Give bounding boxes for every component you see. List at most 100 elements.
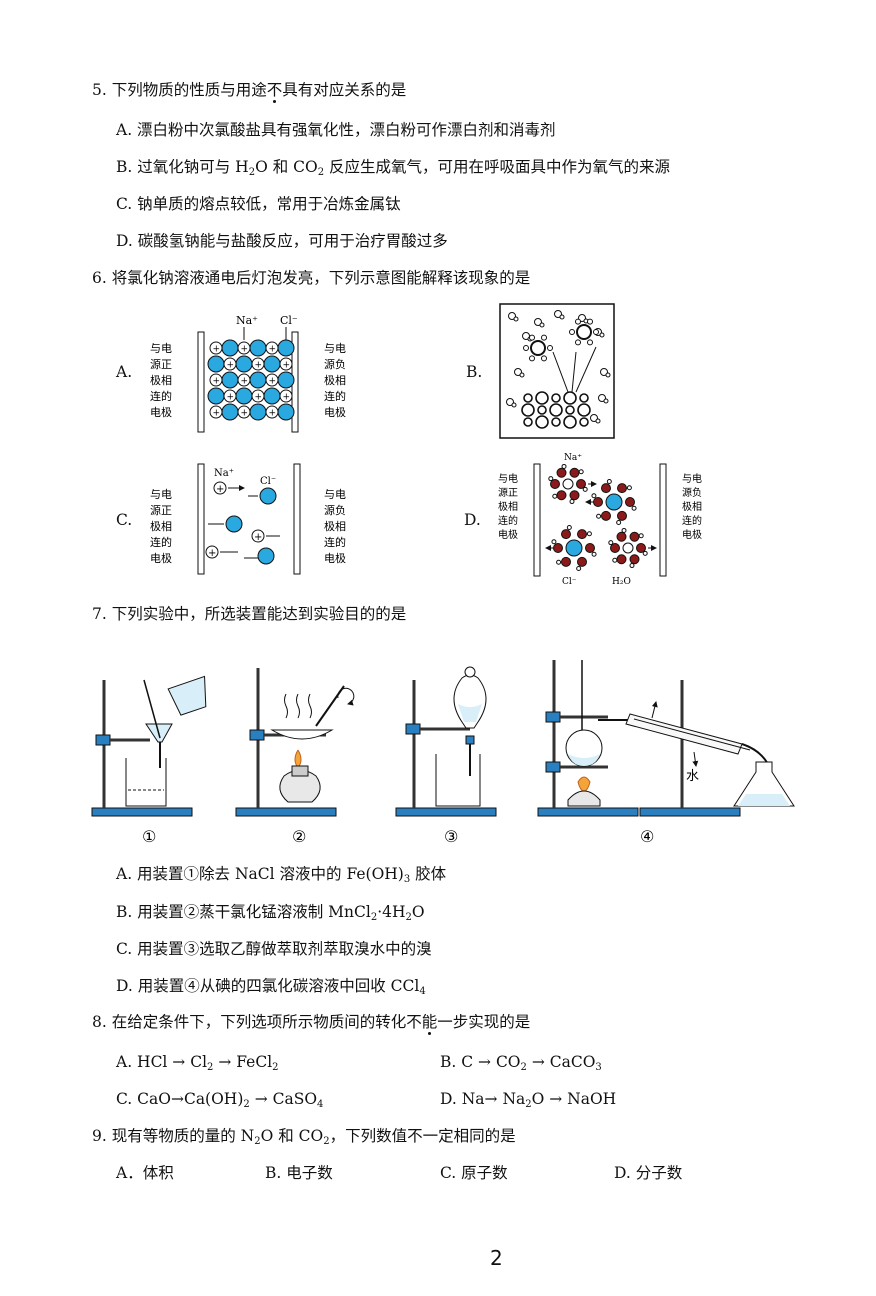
q5-option-b: B. 过氧化钠可与 H2O 和 CO2 反应生成氧气，可用在呼吸面具中作为氧气的… (116, 158, 671, 178)
chloride-ion (221, 403, 239, 421)
q7-stem: 7. 下列实验中，所选装置能达到实验目的的是 (92, 605, 407, 623)
lattice-ion (521, 403, 535, 417)
q5-option-c: C. 钠单质的熔点较低，常用于冶炼金属钛 (116, 195, 401, 213)
chloride-ion (207, 355, 225, 373)
page-number: 2 (490, 1246, 503, 1270)
chloride-ion (277, 403, 295, 421)
svg-text:源正: 源正 (150, 503, 172, 517)
lattice-ion (535, 391, 549, 405)
hydrated-sodium-ion (548, 463, 597, 505)
h2o-label: H₂O (612, 577, 631, 586)
sodium-ion: + (213, 481, 245, 495)
svg-text:源负: 源负 (682, 486, 702, 499)
plus-sign: + (255, 393, 263, 403)
hydrated-ions (545, 463, 657, 571)
positive-electrode-label: 与电 源正 极相 连的 电极 (498, 472, 518, 541)
svg-text:与电: 与电 (682, 472, 702, 485)
svg-text:源负: 源负 (324, 503, 346, 517)
label-line: 与电 (150, 342, 172, 355)
sodium-ion: + (205, 545, 238, 559)
chloride-ion (244, 547, 275, 565)
q5-stem: 5. 下列物质的性质与用途不具有对应关系的是 (92, 81, 407, 99)
plus-sign: + (227, 361, 235, 371)
electrode-left (197, 331, 205, 433)
q6-figure-c: 与电 源正 极相 连的 电极 与电 源负 极相 连的 电极 Na⁺ Cl⁻ + … (150, 463, 346, 575)
q7-option-d: D. 用装置④从碘的四氯化碳溶液中回收 CCl4 (116, 977, 426, 997)
svg-text:极相: 极相 (498, 500, 518, 513)
water-molecule (598, 394, 609, 404)
svg-text:源负: 源负 (324, 357, 346, 371)
sodium-ion (279, 357, 293, 371)
q6-label-d: D. (464, 511, 481, 529)
plus-sign: + (283, 393, 291, 403)
chloride-ion (208, 515, 243, 533)
plus-sign: + (269, 345, 277, 355)
lattice-ion (535, 415, 549, 429)
hydrated-chloride-ion (585, 479, 637, 525)
electrode-left (533, 463, 541, 577)
hydrated-ion (523, 334, 553, 362)
lattice-ion (551, 417, 561, 427)
plus-sign: + (213, 377, 221, 387)
chloride-ion (263, 387, 281, 405)
chloride-ion (249, 339, 267, 357)
plus-sign: + (213, 345, 221, 355)
q6-label-c: C. (116, 511, 133, 529)
svg-text:极相: 极相 (324, 519, 346, 533)
cl-label: Cl⁻ (280, 314, 298, 327)
q7-option-b: B. 用装置②蒸干氯化锰溶液制 MnCl2·4H2O (116, 903, 425, 923)
q6-label-b: B. (466, 363, 483, 381)
lattice-ion (579, 417, 589, 427)
q6-stem: 6. 将氯化钠溶液通电后灯泡发亮，下列示意图能解释该现象的是 (92, 269, 531, 287)
svg-text:电极: 电极 (498, 528, 518, 541)
arrow (552, 351, 569, 393)
svg-text:与电: 与电 (324, 342, 346, 355)
na-label: Na⁺ (236, 314, 258, 327)
electrode-right (293, 463, 301, 575)
electrode-right (659, 463, 667, 577)
svg-text:+: + (254, 532, 262, 543)
svg-text:+: + (208, 548, 216, 559)
lattice-ion (523, 417, 533, 427)
svg-text:+: + (216, 484, 224, 495)
lattice-ion (537, 405, 547, 415)
plus-sign: + (255, 361, 263, 371)
svg-text:与电: 与电 (498, 472, 518, 485)
lattice-ion (563, 415, 577, 429)
hydrated-chloride-ion (545, 525, 597, 571)
positive-electrode-label: 与电 源正 极相 连的 电极 (150, 342, 172, 419)
q7-option-c: C. 用装置③选取乙醇做萃取剂萃取溴水中的溴 (116, 940, 432, 958)
water-label: 水 (686, 769, 699, 784)
dissolution-particles (506, 310, 611, 429)
svg-text:源正: 源正 (150, 357, 172, 371)
negative-electrode-label: 与电 源负 极相 连的 电极 (682, 472, 702, 541)
svg-text:与电: 与电 (150, 488, 172, 501)
q6-label-a: A. (116, 363, 133, 381)
svg-text:源正: 源正 (498, 486, 518, 499)
svg-text:与电: 与电 (324, 488, 346, 501)
lattice-ion (563, 391, 577, 405)
nacl-lattice: +++++++++++++++ (207, 339, 295, 421)
apparatus-2-evaporation (235, 668, 355, 817)
q8-stem: 8. 在给定条件下，下列选项所示物质间的转化不能一步实现的是 (92, 1013, 531, 1031)
q5-option-a: A. 漂白粉中次氯酸盐具有强氧化性，漂白粉可作漂白剂和消毒剂 (116, 121, 556, 139)
cl-label: Cl⁻ (260, 476, 276, 487)
q6-figure-d: 与电 源正 极相 连的 电极 与电 源负 极相 连的 电极 Na⁺ Cl⁻ H₂… (498, 453, 702, 586)
q9-option-c: C. 原子数 (440, 1164, 508, 1182)
apparatus-label-4: ④ (640, 827, 654, 846)
apparatus-4-distillation: 水 (537, 660, 795, 817)
svg-text:连的: 连的 (682, 514, 702, 527)
lattice-ion (579, 393, 589, 403)
plus-sign: + (241, 377, 249, 387)
apparatus-3-separatory-funnel (395, 666, 497, 817)
sodium-ion (279, 389, 293, 403)
apparatus-labels: ① ② ③ ④ (142, 827, 654, 846)
q6-figure-b (499, 303, 615, 439)
arrow (571, 351, 577, 393)
na-label: Na⁺ (564, 453, 582, 463)
water-molecule (534, 318, 545, 328)
q7-option-a: A. 用装置①除去 NaCl 溶液中的 Fe(OH)3 胶体 (116, 865, 447, 885)
lattice-ion (523, 393, 533, 403)
svg-text:电极: 电极 (682, 528, 702, 541)
sodium-ion: + (251, 529, 280, 543)
